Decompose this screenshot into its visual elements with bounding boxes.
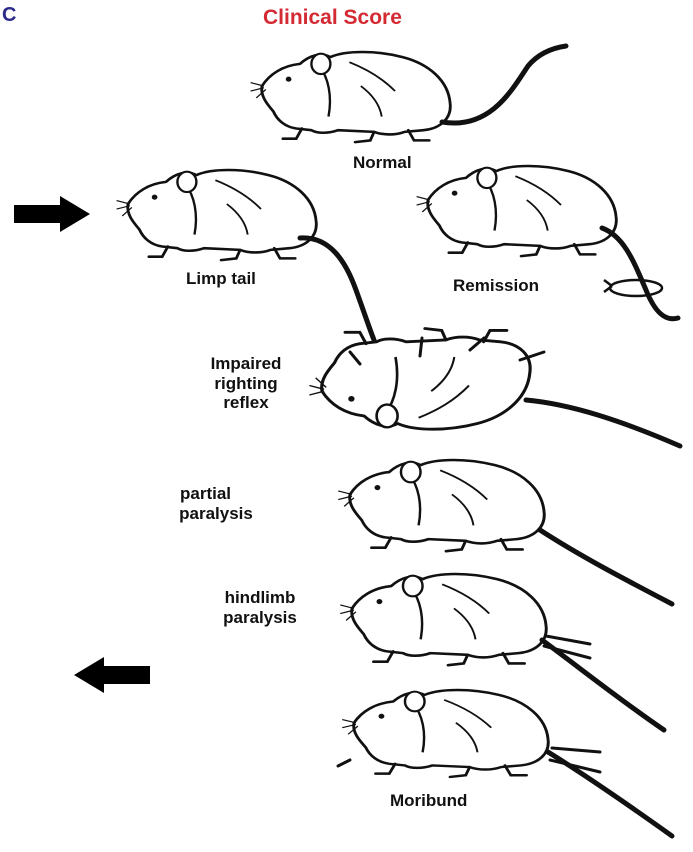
rat-moribund — [342, 690, 548, 777]
tail-limp — [300, 238, 374, 340]
tail-remission — [602, 228, 678, 319]
label-hindlimb-line1: hindlimb — [206, 588, 314, 608]
label-partial-line1: partial — [166, 484, 266, 504]
label-normal: Normal — [353, 153, 412, 173]
label-partial-paralysis: partial paralysis — [166, 484, 266, 523]
label-hindlimb-line2: paralysis — [206, 608, 314, 628]
arrow-right-icon — [14, 196, 90, 232]
label-impaired-line1: Impaired — [190, 354, 302, 374]
arrow-left-icon — [74, 657, 150, 693]
rat-partial-paralysis — [338, 460, 544, 551]
rat-limp-tail — [117, 170, 317, 260]
label-impaired-line2: righting — [190, 374, 302, 394]
tail-impaired — [526, 400, 680, 446]
label-impaired-righting: Impaired righting reflex — [190, 354, 302, 413]
dragged-legs-hindlimb — [544, 636, 590, 658]
label-moribund: Moribund — [390, 791, 467, 811]
label-limp-tail: Limp tail — [186, 269, 256, 289]
rotation-arrow-icon — [604, 280, 662, 296]
rat-hindlimb-paralysis — [340, 574, 546, 665]
label-impaired-line3: reflex — [190, 393, 302, 413]
label-hindlimb-paralysis: hindlimb paralysis — [206, 588, 314, 627]
label-partial-line2: paralysis — [166, 504, 266, 524]
rat-impaired-righting — [309, 329, 530, 430]
rat-remission — [417, 166, 617, 256]
rat-normal — [251, 52, 451, 142]
tail-hindlimb — [542, 640, 664, 730]
tail-normal — [442, 46, 566, 123]
label-remission: Remission — [453, 276, 539, 296]
tail-partial — [540, 530, 672, 604]
